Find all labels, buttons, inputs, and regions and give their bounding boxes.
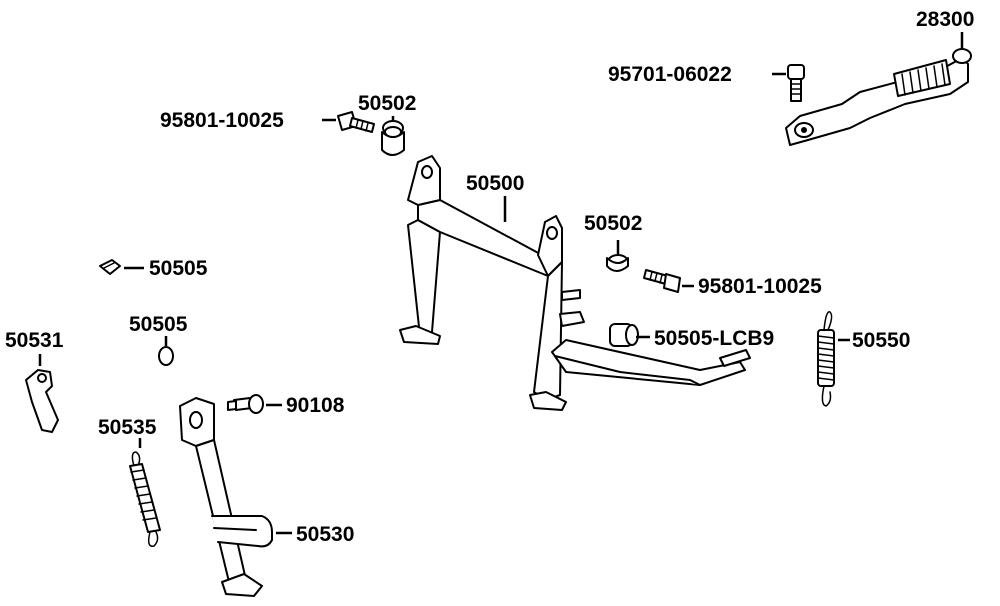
- spring-side: [129, 451, 161, 547]
- label-main-stand: 50500: [466, 172, 524, 195]
- stopper-lcb9: [609, 323, 639, 347]
- side-stand: [179, 397, 273, 597]
- stopper-small: [158, 346, 174, 366]
- label-spring-side: 50535: [98, 416, 157, 439]
- leader-lines: [38, 32, 964, 535]
- kick-starter-lever: [785, 48, 972, 146]
- label-stopper-small: 50505: [129, 313, 188, 336]
- plate: [25, 369, 59, 433]
- pivot-bolt: [227, 394, 264, 414]
- label-collar-left: 50502: [358, 92, 416, 115]
- lever-bolt: [787, 64, 805, 102]
- label-kick-lever: 28300: [916, 8, 974, 31]
- label-plate: 50531: [5, 329, 64, 352]
- label-collar-right: 50502: [584, 212, 642, 235]
- label-stopper-lcb9: 50505-LCB9: [654, 327, 774, 350]
- label-pivot-bolt: 90108: [286, 394, 345, 417]
- label-side-stand: 50530: [296, 523, 354, 546]
- label-rubber-small: 50505: [149, 257, 208, 280]
- label-spring-main: 50550: [852, 329, 910, 352]
- label-bolt-right: 95801-10025: [698, 275, 822, 298]
- label-lever-bolt: 95701-06022: [608, 63, 732, 86]
- collar-right: [606, 254, 629, 272]
- main-stand: [399, 155, 751, 411]
- collar-left: [381, 120, 405, 156]
- spring-main: [817, 311, 835, 407]
- bolt-right: [643, 269, 681, 293]
- label-bolt-left: 95801-10025: [160, 109, 284, 132]
- rubber-small: [99, 259, 121, 275]
- bolt-left: [337, 111, 375, 133]
